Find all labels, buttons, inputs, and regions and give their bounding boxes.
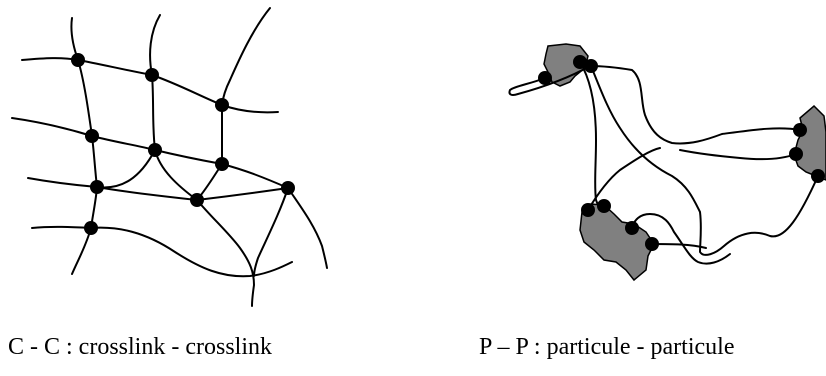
chain-p6 xyxy=(651,243,707,249)
crosslink-node xyxy=(90,180,104,194)
particle-contact-node xyxy=(625,221,639,235)
particle-network-panel xyxy=(508,43,826,282)
crosslink-node xyxy=(85,129,99,143)
particle-top-left xyxy=(543,43,589,87)
particle-contact-node xyxy=(573,55,587,69)
particle-contact-node xyxy=(793,123,807,137)
chain-p4 xyxy=(587,147,661,211)
particle-contact-node xyxy=(789,147,803,161)
crosslink-node xyxy=(190,193,204,207)
crosslink-node xyxy=(281,181,295,195)
chain-p5 xyxy=(631,213,731,265)
chain-v2 xyxy=(149,14,198,201)
crosslink-node xyxy=(215,157,229,171)
chain-v5 xyxy=(287,187,328,269)
crosslink-node xyxy=(145,68,159,82)
particle-bottom xyxy=(579,203,655,282)
particle-contact-node xyxy=(811,169,825,183)
particle-contact-node xyxy=(584,59,598,73)
crosslink-node xyxy=(84,221,98,235)
crosslink-network-panel xyxy=(11,7,328,307)
chain-p3 xyxy=(579,61,605,208)
chain-h4 xyxy=(31,225,293,278)
crosslink-node xyxy=(215,98,229,112)
chain-v6 xyxy=(253,187,289,277)
chain-p2 xyxy=(590,65,819,256)
particle-contact-node xyxy=(597,199,611,213)
chain-v3 xyxy=(221,7,271,165)
chain-h5 xyxy=(196,187,289,201)
particle-contact-node xyxy=(581,203,595,217)
particle-caption: P – P : particule - particule xyxy=(479,334,735,360)
particle-contact-node xyxy=(645,237,659,251)
chain-v4 xyxy=(196,199,255,307)
chain-h3b xyxy=(96,163,223,201)
chain-h3 xyxy=(27,149,156,189)
crosslink-caption: C - C : crosslink - crosslink xyxy=(8,334,272,360)
crosslink-node xyxy=(71,53,85,67)
chain-p1 xyxy=(508,65,801,145)
crosslink-node xyxy=(148,143,162,157)
chain-p7 xyxy=(679,149,797,161)
particle-contact-node xyxy=(538,71,552,85)
particle-right xyxy=(793,104,826,181)
